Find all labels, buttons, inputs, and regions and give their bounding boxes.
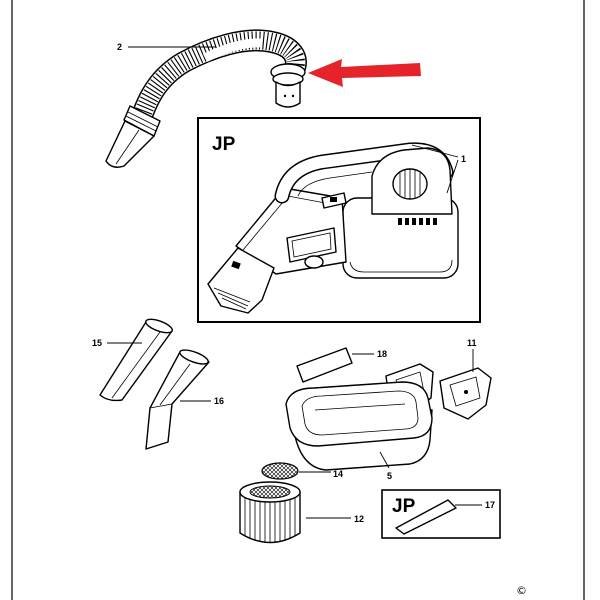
callout-5: 5 <box>387 471 392 481</box>
red-arrow-icon <box>308 59 421 87</box>
part-15-crevice-tool <box>99 318 173 402</box>
part-2-hose <box>105 29 307 168</box>
main-unit-region-box <box>197 117 481 323</box>
part-1-vacuum-body <box>207 142 459 314</box>
part-14-mesh-screen <box>261 462 299 480</box>
copyright-mark: © <box>516 584 527 597</box>
part-12-cartridge-filter <box>239 481 301 544</box>
callout-16: 16 <box>214 396 224 406</box>
callout-17: 17 <box>485 500 495 510</box>
part-18-label-plate <box>296 347 353 383</box>
label-plate-region-label: JP <box>392 496 416 517</box>
part-16-wide-tool <box>145 349 210 450</box>
part-17-label-plate <box>395 499 457 535</box>
part-1-leader-b <box>446 159 459 194</box>
callout-2: 2 <box>117 42 122 52</box>
callout-11: 11 <box>467 338 477 348</box>
callout-14: 14 <box>333 469 343 479</box>
callout-1: 1 <box>461 154 466 164</box>
main-unit-region-label: JP <box>212 134 236 155</box>
part-1-leader-a <box>411 144 459 158</box>
callout-12: 12 <box>354 514 364 524</box>
label-plate-region-box <box>381 489 501 539</box>
part-5-leader <box>379 451 390 469</box>
callout-18: 18 <box>377 349 387 359</box>
callout-15: 15 <box>92 338 102 348</box>
part-5-dust-bowl <box>285 381 433 471</box>
